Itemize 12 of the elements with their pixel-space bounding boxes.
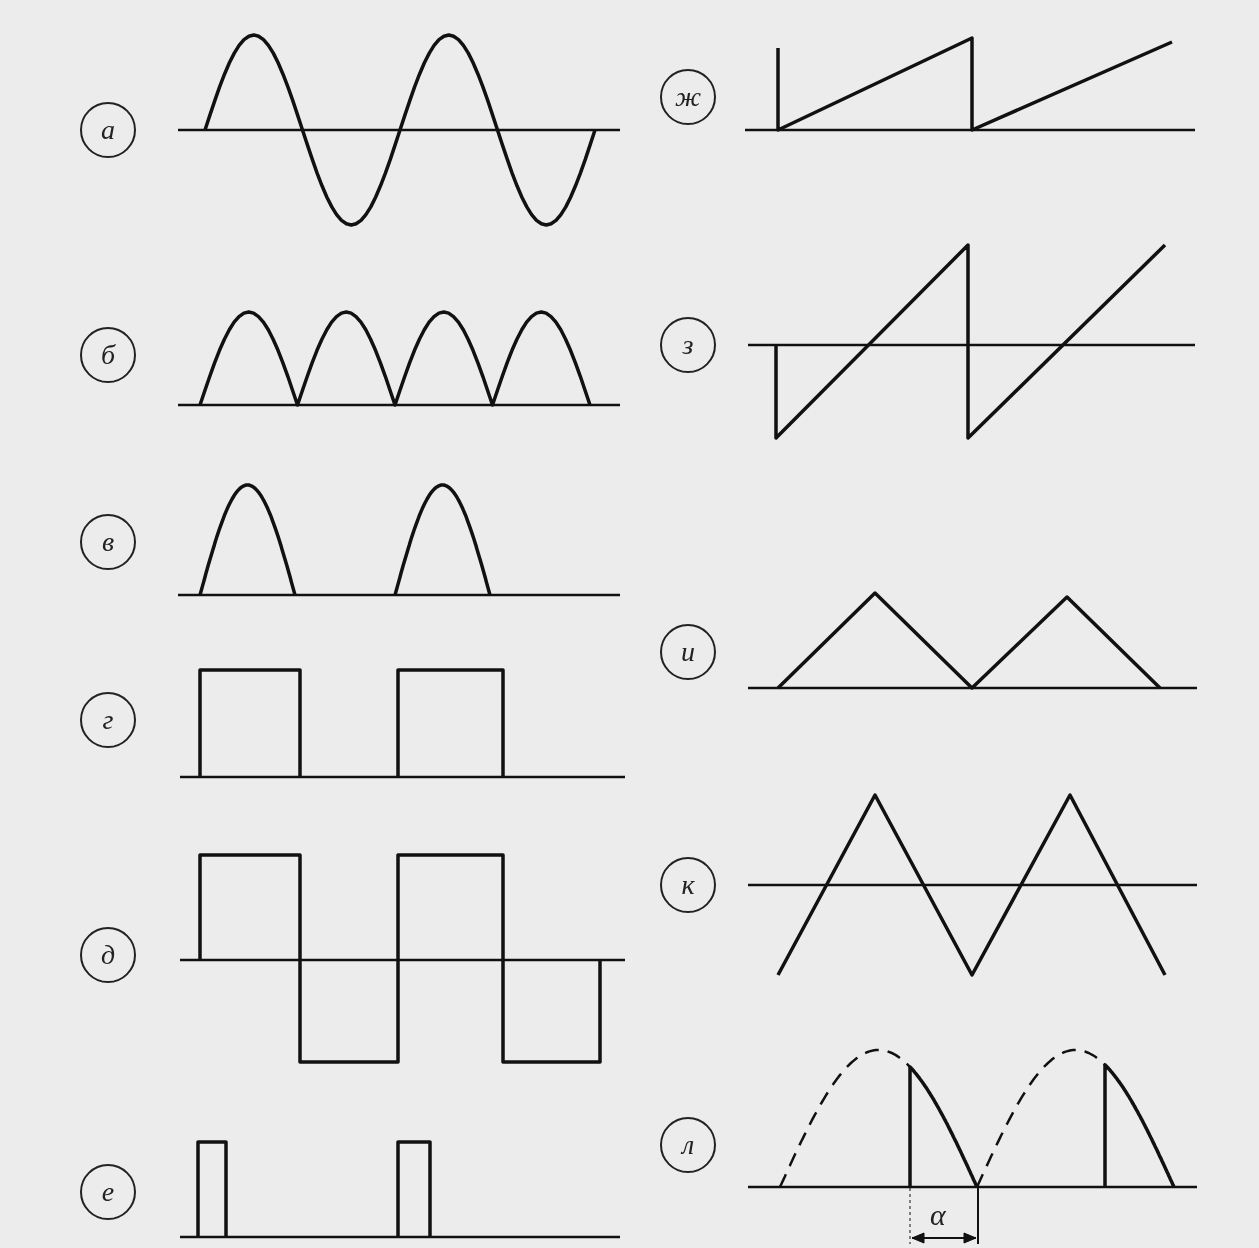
circled-letter: з [660, 317, 716, 373]
circled-letter: и [660, 624, 716, 680]
circled-letter: к [660, 857, 716, 913]
circled-letter: е [80, 1164, 136, 1220]
dimension-label: α [930, 1200, 946, 1230]
circled-letter: ж [660, 69, 716, 125]
circled-letter: л [660, 1117, 716, 1173]
circled-letter: г [80, 692, 136, 748]
circled-letter: д [80, 927, 136, 983]
circled-letter: а [80, 102, 136, 158]
circled-letter: б [80, 327, 136, 383]
circled-letter: в [80, 514, 136, 570]
